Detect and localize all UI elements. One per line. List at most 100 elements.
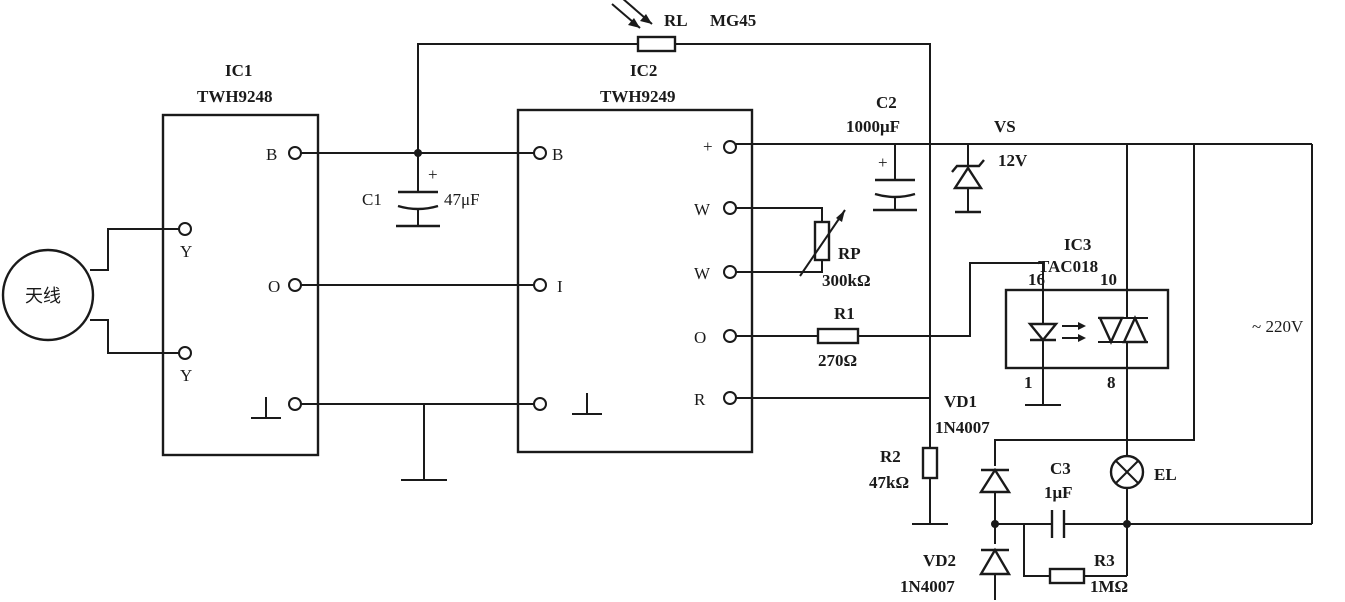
r1: R1 270Ω (736, 262, 1044, 370)
light-arrows-icon (611, 0, 653, 29)
c2-polarity: + (878, 153, 888, 172)
ic1-pin-y1-label: Y (180, 242, 192, 261)
c3-ref: C3 (1050, 459, 1071, 478)
vd2: VD2 1N4007 (900, 547, 1012, 600)
ic2-pin-b (533, 146, 547, 160)
c1: + C1 47μF (362, 153, 480, 228)
ic3-part: TAC018 (1038, 257, 1098, 276)
ic3-body (1004, 288, 1170, 370)
antenna-wire-bottom (90, 319, 179, 354)
ic3-pin-10: 10 (1100, 270, 1117, 289)
vs-zener: VS 12V (951, 117, 1028, 214)
ic2-pin-i (533, 278, 547, 292)
r1-ref: R1 (834, 304, 855, 323)
ic3-ref: IC3 (1064, 235, 1091, 254)
antenna-label: 天线 (25, 286, 61, 307)
rp-potentiometer: RP 300kΩ (736, 207, 871, 290)
ic1-pin-o-label: O (268, 277, 280, 296)
ic1-pin-y2-label: Y (180, 366, 192, 385)
ic1: IC1 TWH9248 B Y O Y (161, 61, 320, 457)
c1-value: 47μF (444, 190, 480, 209)
ic3: IC3 TAC018 16 10 1 8 (1004, 235, 1170, 406)
rp-ref: RP (838, 244, 861, 263)
ic2-ref: IC2 (630, 61, 657, 80)
ic2-body (516, 108, 754, 454)
ic2-pin-w1 (723, 201, 737, 215)
diode-network: VD1 1N4007 VD2 1N4007 C3 1μF R3 1MΩ (900, 144, 1195, 600)
ic2-pin-w1-label: W (694, 200, 711, 219)
vd1-diode-icon (978, 467, 1012, 494)
antenna: 天线 (1, 228, 179, 354)
ic2-ground-icon (572, 393, 602, 415)
ic3-pin-16: 16 (1028, 270, 1045, 289)
ic1-pin-gnd (288, 397, 302, 411)
antenna-loop-icon (1, 248, 95, 342)
ic2-pin-r-label: R (694, 390, 706, 409)
r3-ref: R3 (1094, 551, 1115, 570)
ic2-pin-r (723, 391, 737, 405)
el-ref: EL (1154, 465, 1177, 484)
ic3-pin-1: 1 (1024, 373, 1033, 392)
r3-body (1048, 567, 1086, 585)
ic1-pin-b-label: B (266, 145, 277, 164)
c2: + C2 1000μF (846, 93, 917, 212)
rl-part: MG45 (710, 11, 756, 30)
ic3-optical-arrows-icon (1062, 322, 1086, 342)
vd2-ref: VD2 (923, 551, 956, 570)
r2: R2 47kΩ (736, 397, 948, 525)
ic3-pin-8: 8 (1107, 373, 1116, 392)
r3: R3 1MΩ (1023, 524, 1128, 596)
rp-body (813, 220, 831, 262)
ic2-pin-b-label: B (552, 145, 563, 164)
vs-ref: VS (994, 117, 1016, 136)
ic1-pin-b (288, 146, 302, 160)
r2-ref: R2 (880, 447, 901, 466)
ic2-pin-plus (723, 140, 737, 154)
r1-value: 270Ω (818, 351, 857, 370)
c1-polarity: + (428, 165, 438, 184)
r2-body (921, 446, 939, 480)
supply-label: ~ 220V (1252, 317, 1304, 336)
ic2-pin-o-label: O (694, 328, 706, 347)
ic1-part: TWH9248 (197, 87, 273, 106)
ic1-pin-o (288, 278, 302, 292)
ic2-pin-i-label: I (557, 277, 563, 296)
supply-rail: ~ 220V (736, 143, 1313, 525)
r1-body (816, 327, 860, 345)
ic2-part: TWH9249 (600, 87, 676, 106)
ic2-pin-w2 (723, 265, 737, 279)
ic3-led-icon (1027, 318, 1059, 368)
vd1: VD1 1N4007 (935, 392, 1012, 544)
ic2: IC2 TWH9249 B I + W W O R (516, 61, 754, 454)
rl-ref: RL (664, 11, 688, 30)
rp-value: 300kΩ (822, 271, 871, 290)
vd2-diode-icon (978, 547, 1012, 576)
vd2-part: 1N4007 (900, 577, 955, 596)
c2-ref: C2 (876, 93, 897, 112)
rl-body (636, 35, 677, 53)
ic1-ref: IC1 (225, 61, 252, 80)
vd1-part: 1N4007 (935, 418, 990, 437)
c1-ref: C1 (362, 190, 382, 209)
c3-value: 1μF (1044, 483, 1073, 502)
vd1-ref: VD1 (944, 392, 977, 411)
r2-value: 47kΩ (869, 473, 909, 492)
el-lamp: EL (1109, 144, 1177, 576)
r3-value: 1MΩ (1090, 577, 1128, 596)
ic3-triac-icon (1098, 315, 1148, 368)
ic1-ground-icon (251, 397, 281, 419)
rp-adjust-arrow-icon (799, 209, 846, 277)
c2-value: 1000μF (846, 117, 900, 136)
ic2-pin-o (723, 329, 737, 343)
ic2-pin-gnd (533, 397, 547, 411)
ic1-pin-y1 (178, 222, 192, 236)
ic2-pin-w2-label: W (694, 264, 711, 283)
vs-value: 12V (998, 151, 1028, 170)
zener-triangle-icon (952, 165, 984, 190)
antenna-wire-top (90, 228, 179, 271)
rl-photoresistor: RL MG45 (611, 0, 756, 53)
ic1-pin-y2 (178, 346, 192, 360)
ic2-pin-plus-label: + (703, 137, 713, 156)
